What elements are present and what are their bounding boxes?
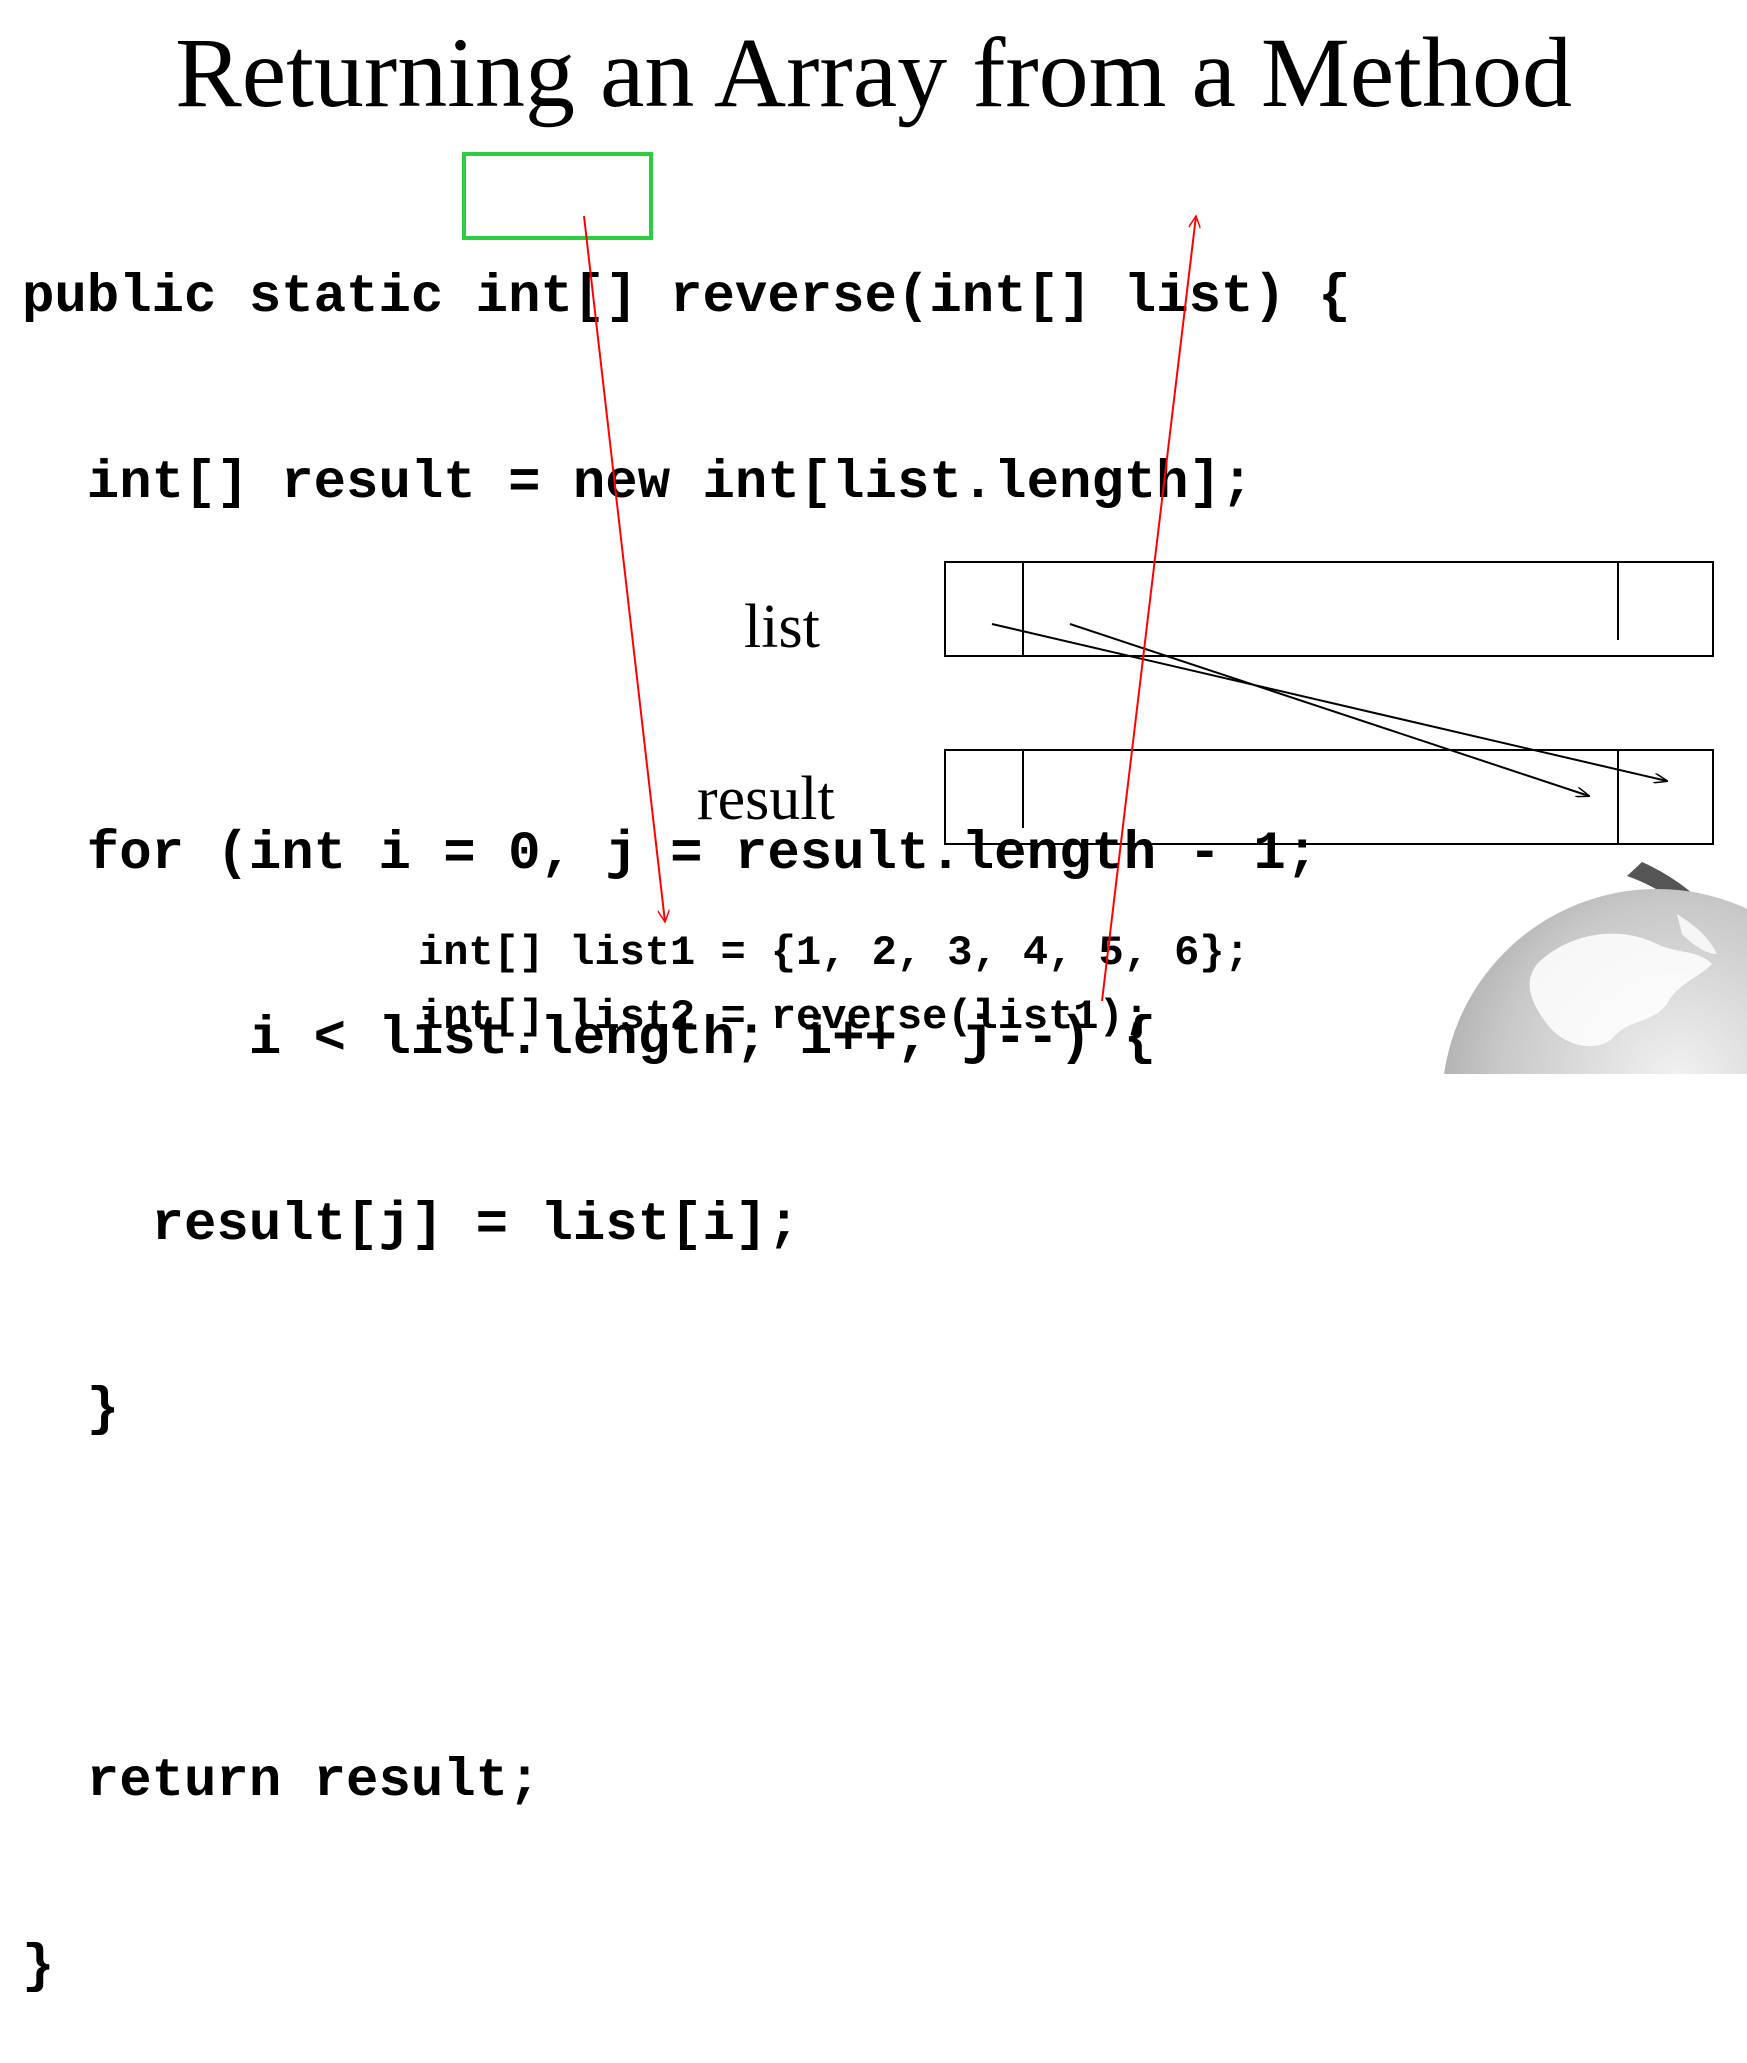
- copy-arrow: [991, 623, 1667, 781]
- code-line: i < list.length; i++, j--) {: [22, 1009, 1157, 1070]
- array-diagram: [583, 0, 1714, 1002]
- code-line: [22, 1567, 1351, 1633]
- call-line-2: int[] list2 = reverse(list1);: [418, 993, 1149, 1041]
- copy-arrow: [1069, 623, 1589, 796]
- slide-title: Returning an Array from a Method: [175, 17, 1572, 128]
- argument-arrow: [1101, 216, 1196, 1002]
- method-code-block: public static int[] reverse(int[] list) …: [22, 148, 1351, 2063]
- code-line: result[j] = list[i];: [22, 1194, 800, 1256]
- globe-logo-icon: [1444, 862, 1747, 1074]
- return-type-highlight: [462, 152, 653, 240]
- return-type-arrow: [583, 215, 665, 922]
- code-line: public static int[] reverse(int[] list) …: [22, 267, 1351, 328]
- code-line: }: [22, 1936, 55, 1998]
- result-array-box: [944, 749, 1714, 845]
- result-label: result: [697, 765, 835, 833]
- code-line: }: [22, 1380, 120, 1441]
- list-array-box: [944, 561, 1714, 657]
- list-label: list: [744, 593, 820, 661]
- code-line: int[] result = new int[list.length];: [22, 452, 1254, 514]
- code-line: return result;: [22, 1751, 541, 1812]
- call-line-1: int[] list1 = {1, 2, 3, 4, 5, 6};: [418, 929, 1250, 977]
